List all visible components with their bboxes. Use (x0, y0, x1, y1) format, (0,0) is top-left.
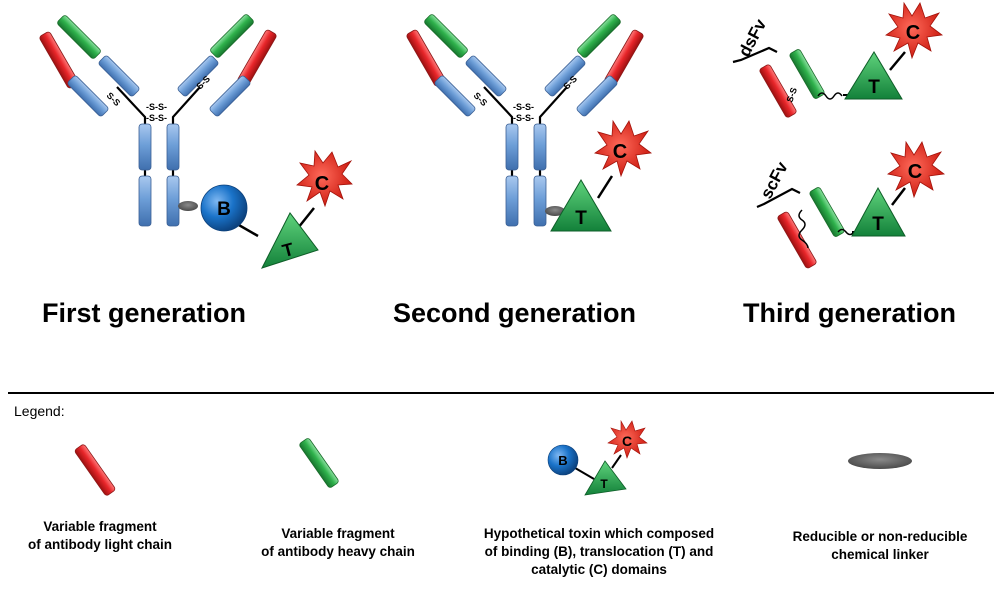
disulfide-bond-label: S-S (105, 90, 123, 108)
light-chain-variable-fragment (759, 64, 797, 118)
translocation-domain-label: T (868, 77, 880, 98)
translocation-domain (261, 212, 319, 269)
legend-toxin-text: Hypothetical toxin which composed of bin… (458, 525, 740, 579)
legend-catalytic-domain (607, 419, 648, 459)
constant-domain (533, 175, 547, 227)
constant-domain (505, 123, 519, 171)
legend-line: Reducible or non-reducible (792, 529, 968, 544)
constant-domain (166, 123, 180, 171)
legend-linker-text: Reducible or non-reducible chemical link… (780, 528, 980, 564)
heavy-chain-variable-fragment (424, 14, 468, 58)
catalytic-domain (884, 1, 944, 60)
legend-line: of antibody light chain (28, 537, 172, 552)
catalytic-domain (886, 140, 946, 199)
constant-domain (98, 55, 140, 97)
constant-domain (177, 55, 219, 97)
hinge-disulfide-label: -S-S- (146, 102, 167, 112)
legend-heavy-chain-icon (299, 438, 339, 488)
hinge-disulfide-label: -S-S- (513, 113, 534, 123)
catalytic-domain-label: C (315, 173, 329, 195)
legend-line: Hypothetical toxin which composed (483, 526, 715, 541)
translocation-domain-label: T (280, 239, 296, 261)
translocation-domain-label: T (575, 208, 587, 229)
chemical-linker (178, 201, 198, 211)
chemical-linker (545, 206, 565, 216)
heavy-chain-variable-fragment (577, 14, 621, 58)
legend-catalytic-domain-label: C (622, 433, 632, 449)
constant-domain (166, 175, 180, 227)
legend-heavy-chain-text: Variable fragment of antibody heavy chai… (248, 525, 428, 561)
legend-linker-icon (848, 453, 912, 469)
constant-domain (138, 175, 152, 227)
heavy-chain-variable-fragment (789, 49, 825, 99)
hinge-disulfide-label: -S-S- (146, 113, 167, 123)
constant-domain (465, 55, 507, 97)
second-generation-toxin: T C (545, 119, 653, 232)
legend-line: chemical linker (831, 547, 929, 562)
light-chain-variable-fragment (777, 211, 817, 269)
catalytic-domain-label: C (908, 161, 922, 183)
legend-line: of antibody heavy chain (261, 544, 415, 559)
section-divider (8, 392, 994, 394)
translocation-domain (550, 179, 612, 232)
legend-binding-domain-label: B (558, 453, 567, 468)
disulfide-bond-label: S-S (472, 90, 490, 108)
catalytic-domain-label: C (906, 22, 920, 44)
heavy-chain-variable-fragment (210, 14, 254, 58)
legend-translocation-domain (584, 460, 627, 496)
constant-domain (533, 123, 547, 171)
heavy-chain-variable-fragment (809, 187, 845, 237)
scfv-label: scFv (757, 158, 792, 202)
catalytic-domain (296, 149, 353, 208)
catalytic-domain-label: C (613, 141, 627, 163)
disulfide-bond-label: S-S (784, 86, 799, 104)
legend-line: Variable fragment (281, 526, 395, 541)
binding-domain (200, 184, 248, 232)
constant-domain (576, 75, 618, 117)
third-generation-title: Third generation (743, 298, 957, 328)
constant-domain (544, 55, 586, 97)
legend-toxin-icon: B T C (547, 419, 648, 496)
translocation-domain-label: T (872, 214, 884, 235)
legend-line: catalytic (C) domains (531, 562, 667, 577)
legend-line: of binding (B), translocation (T) and (484, 544, 714, 559)
catalytic-domain (593, 119, 653, 178)
constant-domain (434, 75, 476, 117)
legend-light-chain-text: Variable fragment of antibody light chai… (10, 518, 190, 554)
legend-binding-domain (547, 444, 579, 476)
legend-title: Legend: (14, 403, 65, 419)
translocation-domain (851, 186, 906, 237)
first-generation-toxin: B T C (178, 149, 353, 269)
constant-domain (505, 175, 519, 227)
binding-domain-label: B (217, 199, 231, 220)
constant-domain (138, 123, 152, 171)
first-generation-title: First generation (42, 298, 247, 328)
hinge-disulfide-label: -S-S- (513, 102, 534, 112)
constant-domain (209, 75, 251, 117)
translocation-domain (844, 51, 903, 100)
second-generation-title: Second generation (393, 298, 637, 328)
constant-domain (67, 75, 109, 117)
second-generation-antibody: S-S S-S -S-S- -S-S- (406, 14, 644, 227)
scfv-immunotoxin: scFv T C (756, 140, 946, 269)
dsfv-immunotoxin: dsFv S-S T C (732, 1, 944, 118)
legend-light-chain-icon (74, 444, 116, 496)
legend-line: Variable fragment (43, 519, 157, 534)
heavy-chain-variable-fragment (57, 15, 101, 59)
legend-translocation-domain-label: T (600, 477, 608, 491)
dsfv-label: dsFv (735, 15, 771, 59)
